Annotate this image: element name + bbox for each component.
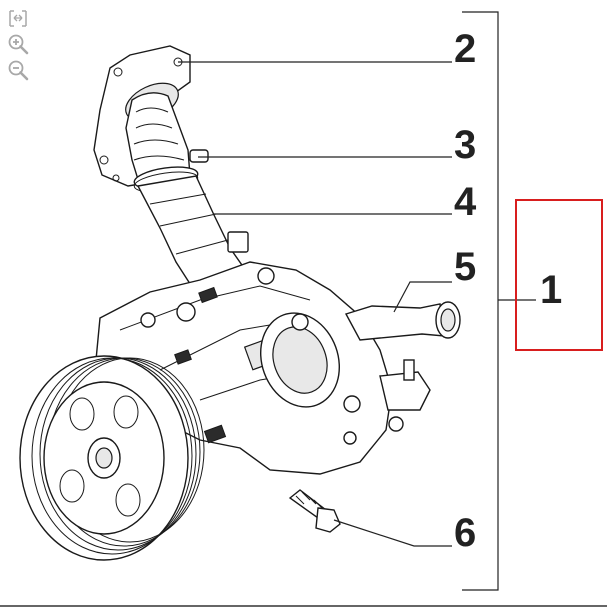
- callout-6[interactable]: 6: [454, 511, 476, 555]
- fit-to-window-button[interactable]: [6, 6, 30, 30]
- zoom-in-icon: [8, 34, 29, 55]
- hose-tube: [136, 175, 249, 291]
- hose-clamp: [133, 149, 209, 193]
- pipe-flange: [93, 45, 191, 187]
- callout-3[interactable]: 3: [454, 123, 476, 167]
- leader-line-5: [393, 281, 452, 313]
- leader-line-6: [333, 519, 452, 547]
- pump-housing: [95, 261, 404, 475]
- zoom-out-icon: [8, 60, 29, 81]
- bolt: [288, 489, 341, 533]
- viewer-toolbar: [6, 6, 32, 82]
- zoom-out-button[interactable]: [6, 58, 30, 82]
- outlet-nozzle: [344, 301, 461, 411]
- callout-1[interactable]: 1: [540, 268, 562, 312]
- hose-elbow: [125, 92, 191, 187]
- callout-5[interactable]: 5: [454, 245, 476, 289]
- group-bracket: [462, 11, 499, 591]
- callout-4[interactable]: 4: [454, 180, 477, 224]
- callout-1-highlight: [515, 199, 603, 351]
- fit-to-window-icon: [9, 10, 27, 27]
- callout-2[interactable]: 2: [454, 27, 476, 71]
- zoom-in-button[interactable]: [6, 32, 30, 56]
- leader-lines: [178, 11, 536, 591]
- pulley: [19, 355, 205, 561]
